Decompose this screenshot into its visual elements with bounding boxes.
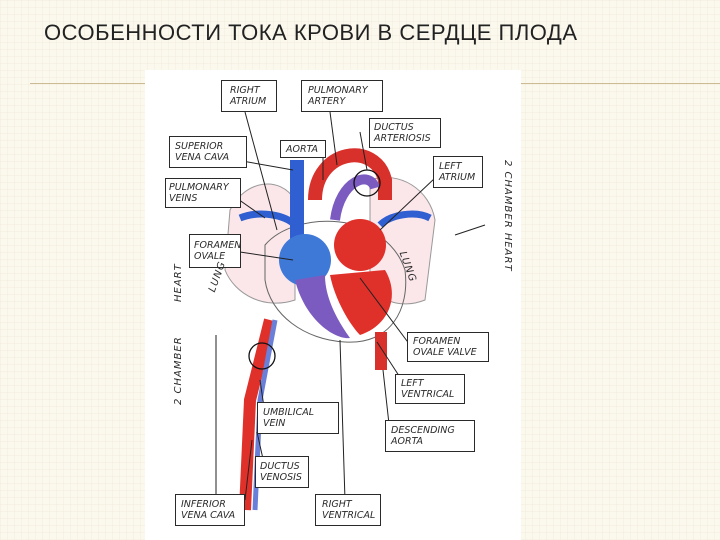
right-ventricle-chamber <box>295 275 350 339</box>
superior-vena-cava-vessel <box>290 160 304 240</box>
label-pulmonary-veins: PULMONARY VEINS <box>169 182 229 204</box>
label-ductus-arteriosis: DUCTUS ARTERIOSIS <box>374 122 431 144</box>
pulmonary-vein-right <box>377 210 432 228</box>
label-right-ventrical: RIGHT VENTRICAL <box>322 499 376 521</box>
label-box-ductus-arteriosis: DUCTUS ARTERIOSIS <box>369 118 441 148</box>
label-box-inferior-vena-cava: INFERIOR VENA CAVA <box>175 494 245 526</box>
label-superior-vena-cava: SUPERIOR VENA CAVA <box>175 141 230 163</box>
pulmonary-vein-left <box>238 210 298 228</box>
umbilical-vein-vessel <box>239 318 276 511</box>
label-box-left-atrium: LEFT ATRIUM <box>433 156 483 188</box>
label-box-right-atrium: RIGHT ATRIUM <box>221 80 277 112</box>
label-left-atrium: LEFT ATRIUM <box>439 161 476 183</box>
label-2-chamber-heart-right: 2 CHAMBER HEART <box>502 160 513 272</box>
label-box-descending-aorta: DESCENDING AORTA <box>385 420 475 452</box>
label-box-pulmonary-artery: PULMONARY ARTERY <box>301 80 383 112</box>
label-heart-left: HEART <box>173 263 184 302</box>
label-box-umbilical-vein: UMBILICAL VEIN <box>257 402 339 434</box>
aortic-arch <box>308 148 392 201</box>
label-left-ventrical: LEFT VENTRICAL <box>401 378 455 400</box>
label-box-ductus-venosis: DUCTUS VENOSIS <box>255 456 309 488</box>
label-box-right-ventrical: RIGHT VENTRICAL <box>315 494 381 526</box>
label-box-aorta: AORTA <box>280 140 326 158</box>
label-box-foramen-ovale-valve: FORAMEN OVALE VALVE <box>407 332 489 362</box>
descending-aorta-vessel <box>375 332 387 370</box>
label-umbilical-vein: UMBILICAL VEIN <box>263 407 314 429</box>
label-ductus-venosis: DUCTUS VENOSIS <box>260 461 302 483</box>
pericardium-outline <box>264 220 407 343</box>
label-box-pulmonary-veins: PULMONARY VEINS <box>165 178 241 208</box>
label-descending-aorta: DESCENDING AORTA <box>391 425 455 447</box>
label-box-left-ventrical: LEFT VENTRICAL <box>395 374 465 404</box>
label-right-atrium: RIGHT ATRIUM <box>230 85 267 107</box>
slide-title: ОСОБЕННОСТИ ТОКА КРОВИ В СЕРДЦЕ ПЛОДА <box>44 20 578 45</box>
label-pulmonary-artery: PULMONARY ARTERY <box>308 85 368 107</box>
label-foramen-ovale-valve: FORAMEN OVALE VALVE <box>413 336 477 358</box>
label-box-superior-vena-cava: SUPERIOR VENA CAVA <box>169 136 247 168</box>
label-foramen-ovale: FORAMEN OVALE <box>194 240 242 262</box>
ductus-venosus-marker <box>248 342 276 370</box>
left-ventricle-chamber <box>330 270 392 335</box>
right-atrium-chamber <box>279 234 331 286</box>
pulmonary-trunk <box>330 174 380 221</box>
fetal-heart-diagram: RIGHT ATRIUM PULMONARY ARTERY DUCTUS ART… <box>145 70 521 540</box>
label-box-foramen-ovale: FORAMEN OVALE <box>189 234 241 268</box>
label-aorta: AORTA <box>286 144 319 155</box>
label-inferior-vena-cava: INFERIOR VENA CAVA <box>181 499 236 521</box>
label-2-chamber-left: 2 CHAMBER <box>173 336 184 405</box>
left-atrium-chamber <box>334 219 386 271</box>
